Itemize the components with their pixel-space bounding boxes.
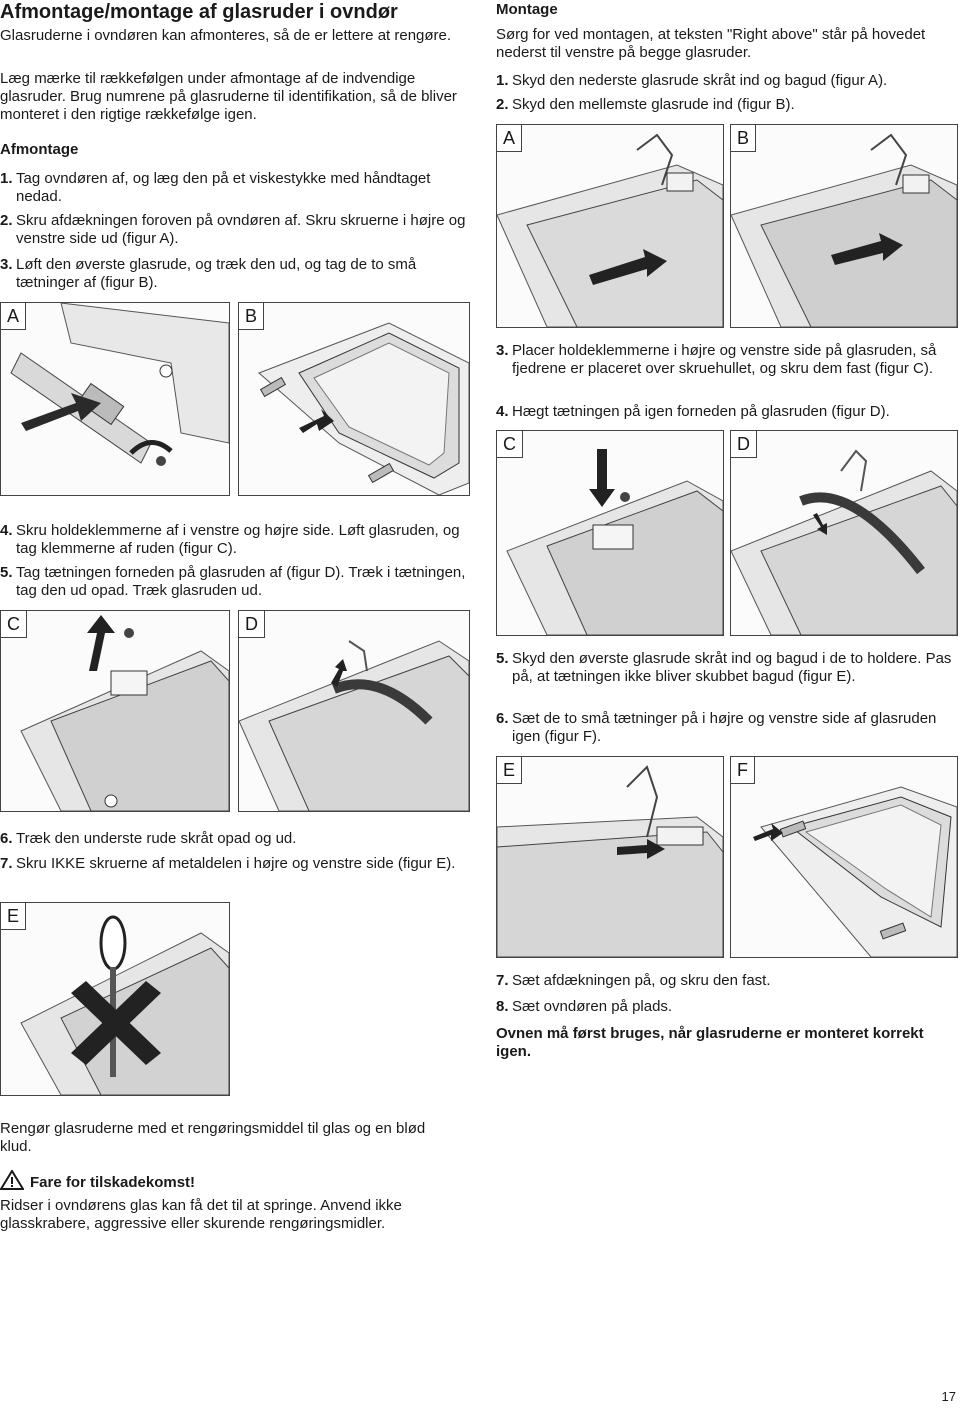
figure-label: D — [239, 611, 265, 638]
figure-label: D — [731, 431, 757, 458]
step-number: 8. — [496, 998, 509, 1015]
figure-d-fit-gasket: D — [730, 430, 958, 636]
figure-f-illustration — [753, 786, 957, 957]
figure-label: C — [497, 431, 523, 458]
figure-c-illustration — [20, 615, 229, 811]
step-text: Skyd den nederste glasrude skråt ind og … — [512, 72, 888, 89]
step-text: Træk den underste rude skråt opad og ud. — [16, 830, 297, 847]
step-text: Sæt ovndøren på plads. — [512, 998, 673, 1015]
montage-step-2: 2. Skyd den mellemste glasrude ind (figu… — [496, 96, 960, 114]
figure-label: A — [1, 303, 27, 330]
step-text: Sæt afdækningen på, og skru den fast. — [512, 972, 771, 989]
afmontage-step-3: 3. Løft den øverste glasrude, og træk de… — [0, 256, 476, 292]
step-number: 4. — [496, 403, 509, 420]
figure-label: E — [497, 757, 523, 784]
step-number: 5. — [496, 650, 509, 667]
step-text: Tag tætningen forneden på glasruden af (… — [16, 564, 466, 599]
figure-label: A — [497, 125, 523, 152]
step-number: 4. — [0, 522, 13, 539]
figure-b-lift-glass: B — [238, 302, 470, 496]
step-number: 2. — [496, 96, 509, 113]
step-number: 3. — [0, 256, 13, 273]
warning-text: Ridser i ovndørens glas kan få det til a… — [0, 1197, 402, 1232]
step-number: 5. — [0, 564, 13, 581]
figure-a-insert-lower-glass: A — [496, 124, 724, 328]
figure-b-illustration — [258, 322, 469, 495]
step-number: 6. — [0, 830, 13, 847]
warning-title: Fare for tilskadekomst! — [30, 1174, 196, 1191]
montage-step-8: 8. Sæt ovndøren på plads. — [496, 998, 960, 1016]
montage-step-6: 6. Sæt de to små tætninger på i højre og… — [496, 710, 960, 746]
figure-b-illustration — [731, 133, 957, 327]
montage-heading: Montage — [496, 1, 558, 18]
figure-label: B — [731, 125, 757, 152]
figure-c-illustration — [506, 449, 723, 635]
step-number: 7. — [0, 855, 13, 872]
figure-d-illustration — [239, 640, 469, 811]
step-number: 2. — [0, 212, 13, 229]
afmontage-step-7: 7. Skru IKKE skruerne af metaldelen i hø… — [0, 855, 466, 873]
figure-e-insert-upper-glass: E — [496, 756, 724, 958]
step-number: 7. — [496, 972, 509, 989]
warning-heading: Fare for tilskadekomst! — [0, 1170, 195, 1192]
figure-label: F — [731, 757, 755, 784]
figure-a-remove-cover: A — [0, 302, 230, 496]
figure-f-fit-small-gaskets: F — [730, 756, 958, 958]
figure-e-illustration — [497, 765, 723, 957]
afmontage-step-5: 5. Tag tætningen forneden på glasruden a… — [0, 564, 466, 600]
figure-d-illustration — [731, 449, 957, 635]
montage-step-4: 4. Hægt tætningen på igen forneden på gl… — [496, 403, 960, 421]
montage-step-5: 5. Skyd den øverste glasrude skråt ind o… — [496, 650, 960, 686]
montage-intro: Sørg for ved montagen, at teksten "Right… — [496, 26, 926, 61]
warning-triangle-icon — [0, 1170, 24, 1190]
step-text: Skru IKKE skruerne af metaldelen i højre… — [16, 855, 456, 872]
intro-paragraph-2: Læg mærke til rækkefølgen under afmontag… — [0, 70, 457, 123]
step-text: Tag ovndøren af, og læg den på et viskes… — [16, 170, 431, 205]
figure-b-insert-middle-glass: B — [730, 124, 958, 328]
afmontage-step-2: 2. Skru afdækningen foroven på ovndøren … — [0, 212, 466, 248]
page-title: Afmontage/montage af glasruder i ovndør — [0, 1, 398, 23]
step-text: Skyd den mellemste glasrude ind (figur B… — [512, 96, 795, 113]
montage-step-7: 7. Sæt afdækningen på, og skru den fast. — [496, 972, 960, 990]
figure-a-illustration — [10, 303, 229, 466]
figure-label: C — [1, 611, 27, 638]
step-text: Skru afdækningen foroven på ovndøren af.… — [16, 212, 466, 247]
afmontage-step-4: 4. Skru holdeklemmerne af i venstre og h… — [0, 522, 466, 558]
step-text: Hægt tætningen på igen forneden på glasr… — [512, 403, 890, 420]
step-text: Placer holdeklemmerne i højre og venstre… — [512, 342, 937, 377]
step-number: 6. — [496, 710, 509, 727]
figure-c-fit-clips: C — [496, 430, 724, 636]
figure-label: E — [1, 903, 27, 930]
figure-e-do-not-unscrew: E — [0, 902, 230, 1096]
figure-e-illustration — [20, 915, 229, 1095]
figure-c-remove-clips: C — [0, 610, 230, 812]
afmontage-step-1: 1. Tag ovndøren af, og læg den på et vis… — [0, 170, 456, 206]
figure-label: B — [239, 303, 265, 330]
step-number: 3. — [496, 342, 509, 359]
figure-a-illustration — [497, 133, 723, 327]
step-number: 1. — [0, 170, 13, 187]
step-number: 1. — [496, 72, 509, 89]
montage-step-1: 1. Skyd den nederste glasrude skråt ind … — [496, 72, 960, 90]
step-text: Løft den øverste glasrude, og træk den u… — [16, 256, 417, 291]
step-text: Skyd den øverste glasrude skråt ind og b… — [512, 650, 952, 685]
figure-d-remove-gasket: D — [238, 610, 470, 812]
cleaning-instruction: Rengør glasruderne med et rengøringsmidd… — [0, 1120, 426, 1155]
left-column: Afmontage/montage af glasruder i ovndør … — [0, 0, 470, 1100]
step-text: Skru holdeklemmerne af i venstre og højr… — [16, 522, 460, 557]
montage-step-3: 3. Placer holdeklemmerne i højre og vens… — [496, 342, 960, 378]
right-column: Montage Sørg for ved montagen, at tekste… — [496, 0, 960, 1100]
afmontage-step-6: 6. Træk den underste rude skråt opad og … — [0, 830, 466, 848]
step-text: Sæt de to små tætninger på i højre og ve… — [512, 710, 937, 745]
intro-paragraph-1: Glasruderne i ovndøren kan afmonteres, s… — [0, 27, 452, 44]
page-number: 17 — [941, 1389, 956, 1404]
final-note: Ovnen må først bruges, når glasruderne e… — [496, 1025, 924, 1060]
afmontage-heading: Afmontage — [0, 141, 79, 158]
